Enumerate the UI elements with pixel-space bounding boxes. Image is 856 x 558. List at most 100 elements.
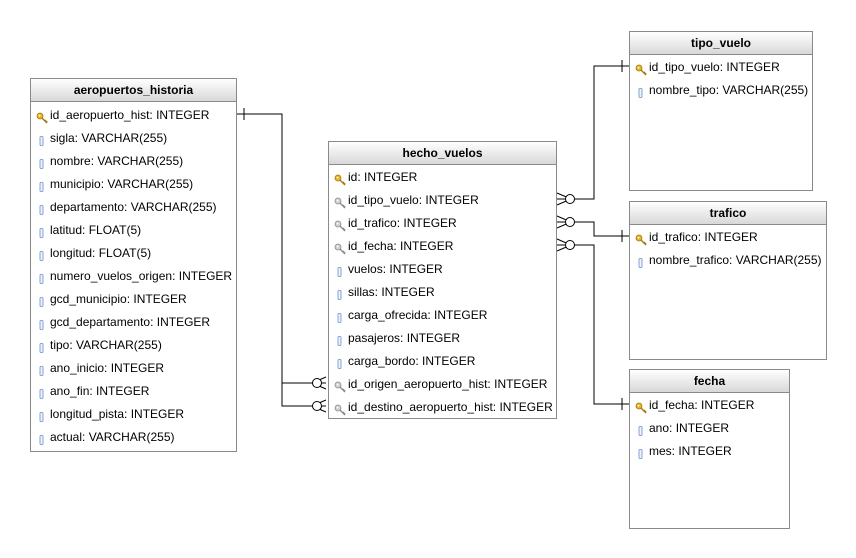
column-label: pasajeros: INTEGER bbox=[348, 331, 461, 345]
column-row[interactable]: gcd_municipio: INTEGER bbox=[31, 288, 236, 311]
column-icon bbox=[36, 362, 48, 376]
column-label: id_tipo_vuelo: INTEGER bbox=[649, 60, 780, 74]
column-row[interactable]: longitud: FLOAT(5) bbox=[31, 242, 236, 265]
column-row[interactable]: carga_bordo: INTEGER bbox=[329, 350, 556, 373]
column-label: id_origen_aeropuerto_hist: INTEGER bbox=[348, 377, 548, 391]
relation-tipo-vuelo bbox=[557, 65, 629, 200]
relation-fecha bbox=[557, 244, 629, 405]
column-row[interactable]: pasajeros: INTEGER bbox=[329, 327, 556, 350]
column-label: ano: INTEGER bbox=[649, 421, 730, 435]
table-hecho-vuelos[interactable]: hecho_vuelos id: INTEGER id_tipo_vuelo: I… bbox=[328, 141, 557, 419]
column-icon bbox=[334, 309, 346, 323]
column-label: id: INTEGER bbox=[348, 170, 418, 184]
column-row[interactable]: id_tipo_vuelo: INTEGER bbox=[329, 189, 556, 212]
column-row[interactable]: carga_ofrecida: INTEGER bbox=[329, 304, 556, 327]
column-icon bbox=[635, 84, 647, 98]
column-row[interactable]: municipio: VARCHAR(255) bbox=[31, 173, 236, 196]
column-row[interactable]: actual: VARCHAR(255) bbox=[31, 426, 236, 449]
column-icon bbox=[36, 247, 48, 261]
table-header: fecha bbox=[630, 370, 789, 393]
column-icon bbox=[36, 270, 48, 284]
column-icon bbox=[635, 422, 647, 436]
optional-circle-tipo-vuelo bbox=[565, 194, 575, 204]
foreign-key-icon bbox=[334, 217, 346, 232]
column-label: id_trafico: INTEGER bbox=[348, 216, 457, 230]
column-row[interactable]: departamento: VARCHAR(255) bbox=[31, 196, 236, 219]
column-row[interactable]: ano: INTEGER bbox=[630, 417, 789, 440]
column-icon bbox=[334, 355, 346, 369]
table-fecha[interactable]: fecha id_fecha: INTEGER ano: INTEGER mes: … bbox=[629, 369, 790, 529]
primary-key-icon bbox=[36, 109, 48, 124]
foreign-key-icon bbox=[334, 378, 346, 393]
column-row[interactable]: id_origen_aeropuerto_hist: INTEGER bbox=[329, 373, 556, 396]
column-row[interactable]: tipo: VARCHAR(255) bbox=[31, 334, 236, 357]
column-row[interactable]: sigla: VARCHAR(255) bbox=[31, 127, 236, 150]
table-header: hecho_vuelos bbox=[329, 142, 556, 165]
column-icon bbox=[334, 263, 346, 277]
primary-key-icon bbox=[635, 61, 647, 76]
column-label: nombre_trafico: VARCHAR(255) bbox=[649, 253, 822, 267]
column-row[interactable]: id_fecha: INTEGER bbox=[630, 394, 789, 417]
column-label: ano_inicio: INTEGER bbox=[50, 361, 165, 375]
column-row[interactable]: id_destino_aeropuerto_hist: INTEGER bbox=[329, 396, 556, 419]
column-row[interactable]: nombre_tipo: VARCHAR(255) bbox=[630, 79, 812, 102]
column-label: municipio: VARCHAR(255) bbox=[50, 177, 194, 191]
column-icon bbox=[36, 385, 48, 399]
column-label: departamento: VARCHAR(255) bbox=[50, 200, 217, 214]
column-row[interactable]: ano_fin: INTEGER bbox=[31, 380, 236, 403]
column-row[interactable]: id_trafico: INTEGER bbox=[630, 226, 826, 249]
table-header: tipo_vuelo bbox=[630, 32, 812, 55]
relation-destino-aeropuerto bbox=[281, 114, 312, 407]
table-header: aeropuertos_historia bbox=[31, 79, 236, 102]
column-row[interactable]: longitud_pista: INTEGER bbox=[31, 403, 236, 426]
column-label: latitud: FLOAT(5) bbox=[50, 223, 142, 237]
column-label: sigla: VARCHAR(255) bbox=[50, 131, 168, 145]
column-row[interactable]: id_trafico: INTEGER bbox=[329, 212, 556, 235]
column-row[interactable]: mes: INTEGER bbox=[630, 440, 789, 463]
column-label: actual: VARCHAR(255) bbox=[50, 430, 175, 444]
column-row[interactable]: id_tipo_vuelo: INTEGER bbox=[630, 56, 812, 79]
column-label: id_aeropuerto_hist: INTEGER bbox=[50, 108, 210, 122]
column-label: nombre: VARCHAR(255) bbox=[50, 154, 184, 168]
column-label: vuelos: INTEGER bbox=[348, 262, 443, 276]
column-icon bbox=[334, 332, 346, 346]
column-row[interactable]: id_fecha: INTEGER bbox=[329, 235, 556, 258]
optional-circle-destino bbox=[312, 401, 322, 411]
foreign-key-icon bbox=[334, 401, 346, 416]
primary-key-icon bbox=[635, 399, 647, 414]
column-icon bbox=[36, 155, 48, 169]
column-row[interactable]: numero_vuelos_origen: INTEGER bbox=[31, 265, 236, 288]
column-label: longitud_pista: INTEGER bbox=[50, 407, 185, 421]
column-row[interactable]: nombre: VARCHAR(255) bbox=[31, 150, 236, 173]
column-label: mes: INTEGER bbox=[649, 444, 732, 458]
column-icon bbox=[36, 431, 48, 445]
column-row[interactable]: gcd_departamento: INTEGER bbox=[31, 311, 236, 334]
column-row[interactable]: nombre_trafico: VARCHAR(255) bbox=[630, 249, 826, 272]
column-row[interactable]: id_aeropuerto_hist: INTEGER bbox=[31, 104, 236, 127]
column-icon bbox=[635, 445, 647, 459]
column-row[interactable]: vuelos: INTEGER bbox=[329, 258, 556, 281]
table-aeropuertos-historia[interactable]: aeropuertos_historia id_aeropuerto_hist:… bbox=[30, 78, 237, 452]
optional-circle-trafico bbox=[565, 217, 575, 227]
column-icon bbox=[36, 408, 48, 422]
column-icon bbox=[635, 254, 647, 268]
column-icon bbox=[36, 316, 48, 330]
column-row[interactable]: ano_inicio: INTEGER bbox=[31, 357, 236, 380]
column-label: tipo: VARCHAR(255) bbox=[50, 338, 162, 352]
column-icon bbox=[334, 286, 346, 300]
column-row[interactable]: latitud: FLOAT(5) bbox=[31, 219, 236, 242]
optional-circle-fecha bbox=[565, 240, 575, 250]
column-label: sillas: INTEGER bbox=[348, 285, 435, 299]
column-icon bbox=[36, 224, 48, 238]
column-label: id_destino_aeropuerto_hist: INTEGER bbox=[348, 400, 553, 414]
optional-circle-origen bbox=[312, 378, 322, 388]
column-label: carga_bordo: INTEGER bbox=[348, 354, 476, 368]
table-tipo-vuelo[interactable]: tipo_vuelo id_tipo_vuelo: INTEGER nombre_… bbox=[629, 31, 813, 191]
column-icon bbox=[36, 293, 48, 307]
column-row[interactable]: id: INTEGER bbox=[329, 166, 556, 189]
column-icon bbox=[36, 201, 48, 215]
column-row[interactable]: sillas: INTEGER bbox=[329, 281, 556, 304]
column-label: gcd_departamento: INTEGER bbox=[50, 315, 211, 329]
